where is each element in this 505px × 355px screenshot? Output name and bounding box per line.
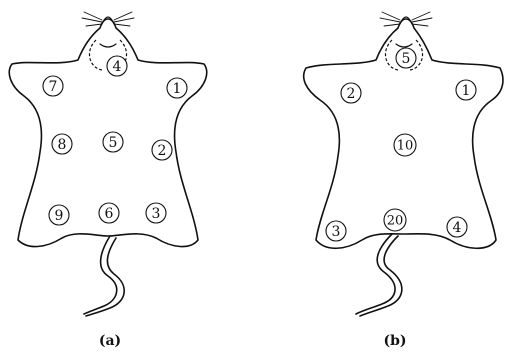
rat-snout-a — [102, 17, 114, 24]
marker-a-8: 8 — [52, 134, 72, 154]
marker-b-20: 20 — [384, 209, 406, 231]
panel-a: 7 4 1 8 5 2 9 6 — [9, 12, 206, 349]
panel-b: 5 2 1 10 3 20 4 (b) — [304, 12, 503, 349]
svg-text:8: 8 — [58, 137, 67, 153]
svg-text:5: 5 — [109, 135, 118, 151]
svg-text:10: 10 — [397, 139, 414, 154]
svg-text:20: 20 — [387, 214, 404, 229]
rat-tail-a — [84, 236, 117, 314]
marker-a-7: 7 — [43, 76, 63, 96]
svg-text:1: 1 — [462, 83, 471, 99]
svg-text:3: 3 — [332, 224, 341, 240]
svg-text:5: 5 — [402, 51, 411, 67]
marker-b-4: 4 — [447, 217, 467, 237]
marker-a-5: 5 — [103, 132, 123, 152]
svg-text:9: 9 — [55, 208, 64, 224]
marker-a-9: 9 — [49, 205, 69, 225]
panel-caption-b: (b) — [383, 333, 406, 349]
svg-text:4: 4 — [113, 59, 122, 75]
svg-text:1: 1 — [173, 81, 182, 97]
rat-tail-inner-a — [86, 238, 124, 316]
marker-b-1: 1 — [456, 80, 476, 100]
marker-a-3: 3 — [146, 203, 166, 223]
marker-b-2: 2 — [341, 83, 361, 103]
rat-snout-b — [400, 17, 412, 24]
marker-a-2: 2 — [152, 140, 172, 160]
marker-b-3: 3 — [326, 221, 346, 241]
marker-a-6: 6 — [99, 203, 119, 223]
marker-b-5: 5 — [396, 48, 416, 68]
chin-line-b — [396, 44, 412, 47]
svg-text:6: 6 — [105, 206, 114, 222]
svg-text:7: 7 — [49, 79, 58, 95]
svg-text:3: 3 — [152, 206, 161, 222]
chin-line-a — [100, 44, 116, 47]
svg-text:2: 2 — [158, 143, 167, 159]
svg-text:4: 4 — [453, 220, 462, 236]
marker-a-4: 4 — [107, 56, 127, 76]
marker-a-1: 1 — [167, 78, 187, 98]
marker-b-10: 10 — [394, 134, 416, 156]
svg-text:2: 2 — [347, 86, 356, 102]
panel-caption-a: (a) — [99, 333, 121, 349]
